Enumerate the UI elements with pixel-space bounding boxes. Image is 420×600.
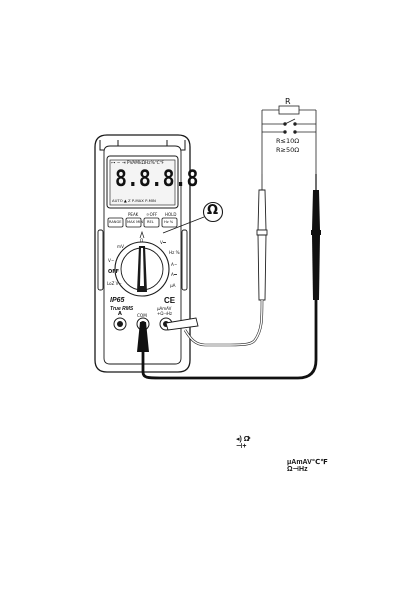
ip-rating: IP65 xyxy=(110,297,125,304)
dial-label-adc: A⎓ xyxy=(171,272,178,277)
rotary-dial xyxy=(114,230,170,297)
red-probe xyxy=(229,174,268,347)
true-rms: True RMS xyxy=(110,306,134,312)
lcd-top-row: ⊶ ∼ ⇥ PVAMkΩHz%℃℉ xyxy=(111,161,164,166)
hz-percent-button[interactable]: Hz % xyxy=(164,220,174,224)
button-label-above-3: HOLD xyxy=(165,212,177,217)
jack-label-a: A xyxy=(118,311,122,317)
dial-label-off: OFF xyxy=(108,269,120,275)
ohm-callout xyxy=(162,201,224,234)
lcd-digits: 8.8.8.8 xyxy=(115,167,199,192)
ohm-callout-symbol: Ω xyxy=(207,203,219,218)
jack-label-right: μAmAV +Ω⊣Hz xyxy=(157,306,172,316)
range-button[interactable]: RANGE xyxy=(109,220,122,224)
legend-marks xyxy=(247,435,251,441)
resistor-symbol xyxy=(278,105,300,115)
jack-label-com: COM xyxy=(137,313,147,318)
button-label-above-2: ☼OFF xyxy=(146,212,158,217)
meter-buttons xyxy=(107,217,178,228)
lcd-screen xyxy=(109,159,176,206)
legend-symbol-measurements: μAmAV℃℉ Ω⊣Hz xyxy=(287,459,328,473)
button-label-above-1: PEAK xyxy=(128,212,139,217)
dial-label-ohm: Ω xyxy=(140,238,144,243)
continuity-condition-low: R≤10Ω xyxy=(276,137,300,145)
black-probe xyxy=(180,174,321,380)
dial-label-hz: Hz % xyxy=(169,250,180,255)
continuity-condition-high: R≥50Ω xyxy=(276,146,300,154)
lcd-bottom-row: AUTO ▲ Z P-MAX P-MIN xyxy=(112,198,156,203)
dial-label-ua: μA xyxy=(170,283,176,288)
rel-button[interactable]: REL xyxy=(147,220,154,224)
ce-mark: CE xyxy=(164,296,176,305)
resistor-label: R xyxy=(285,97,291,106)
dial-label-vdc: V⎓ xyxy=(160,240,167,245)
legend-symbol-continuity: ◂) Ω ⊣+ xyxy=(236,436,250,450)
dial-label-loz: LoZ V∼ xyxy=(107,281,122,286)
max-min-button[interactable]: MAX MIN xyxy=(127,220,144,224)
dial-label-vac: V∼ xyxy=(108,258,115,263)
test-lead-plugs xyxy=(137,317,230,380)
dial-label-mv: mV xyxy=(117,244,124,249)
dial-label-aac: A∼ xyxy=(171,262,178,267)
resistor-schematic xyxy=(261,105,317,175)
